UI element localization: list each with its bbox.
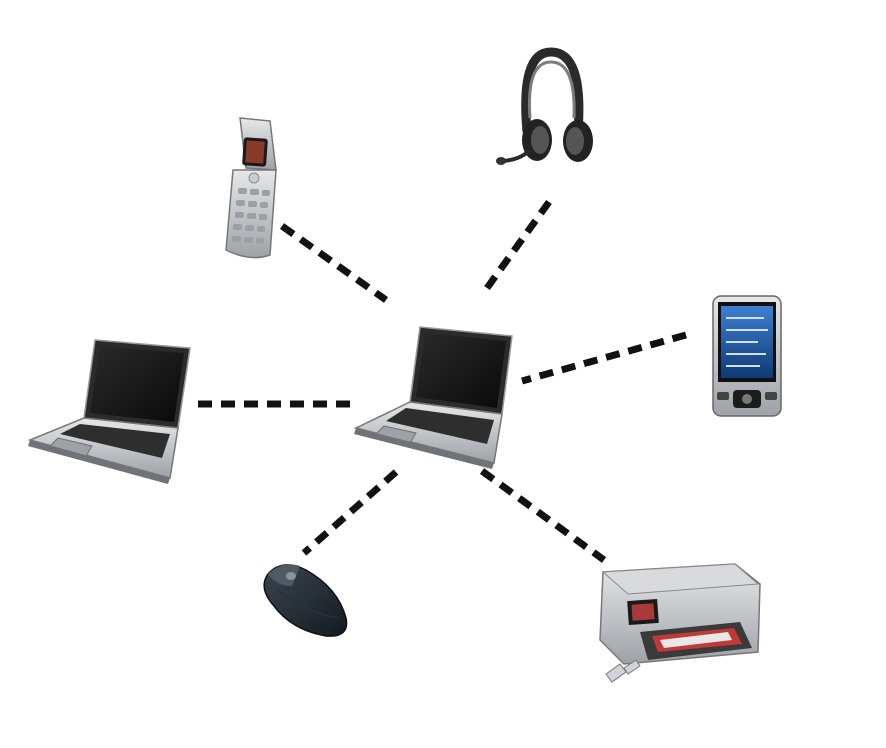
printer-icon xyxy=(599,563,761,683)
laptop-icon xyxy=(27,339,191,484)
pda-icon xyxy=(712,295,782,417)
link-pda xyxy=(521,331,687,385)
hub-laptop-icon xyxy=(353,326,513,469)
flip-phone-icon xyxy=(225,117,277,259)
memory-card-icon xyxy=(605,659,641,683)
mouse-icon xyxy=(263,564,348,637)
link-phone xyxy=(279,223,389,303)
link-printer xyxy=(479,468,607,563)
connections xyxy=(198,199,687,563)
link-headset xyxy=(484,199,552,291)
link-mouse xyxy=(301,469,399,556)
headset-icon xyxy=(496,47,593,165)
